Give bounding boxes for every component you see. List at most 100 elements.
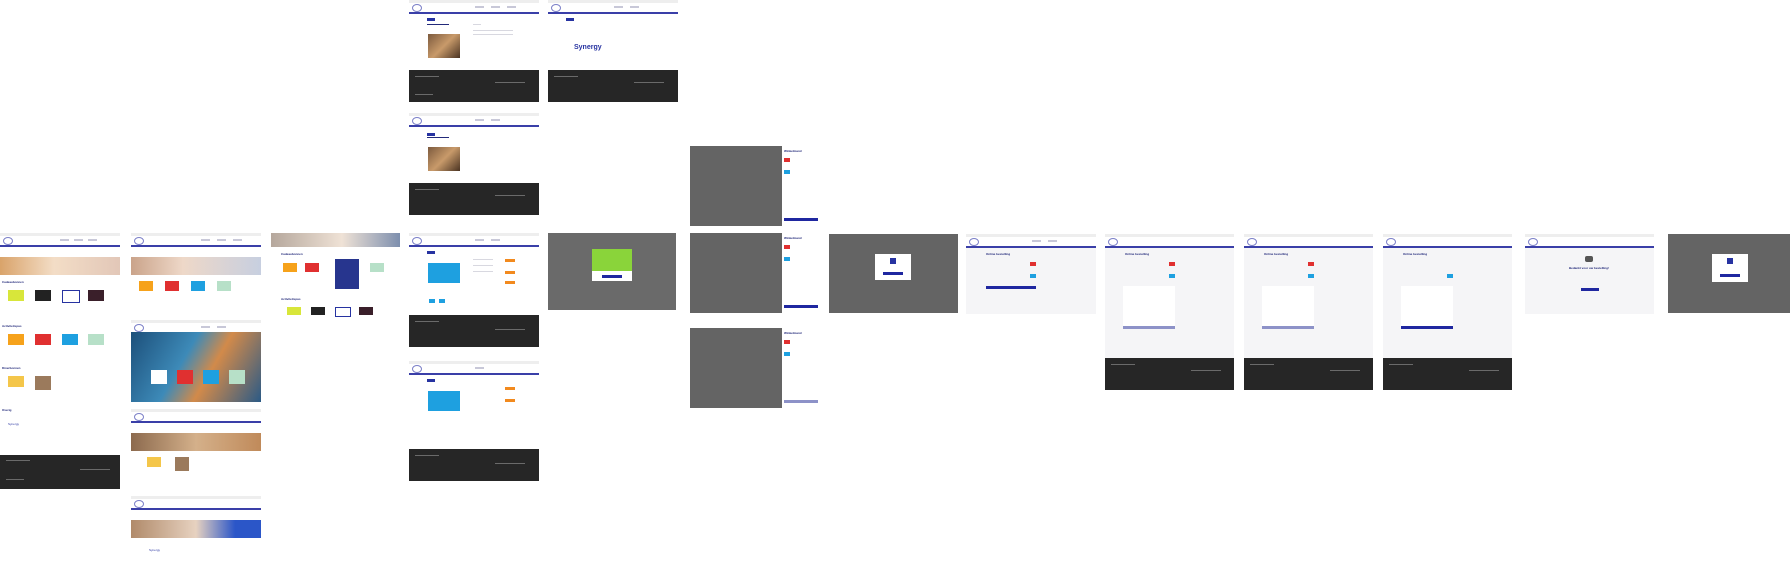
nav-item[interactable]: [614, 6, 623, 8]
product-title: [427, 24, 449, 25]
screen-cart-c: Winkelmand: [690, 328, 820, 408]
nav-item[interactable]: [88, 239, 97, 241]
gift-card[interactable]: [287, 307, 301, 315]
gift-card[interactable]: [335, 307, 351, 317]
order-button[interactable]: [505, 387, 515, 390]
logo[interactable]: [412, 237, 422, 245]
checkout-button[interactable]: [784, 400, 818, 403]
nav-item[interactable]: [475, 119, 484, 121]
nav-item[interactable]: [201, 239, 210, 241]
checkout-button[interactable]: [784, 218, 818, 221]
gift-card[interactable]: [217, 281, 231, 291]
logo[interactable]: [1247, 238, 1257, 246]
thank-you-heading: Bedankt voor uw bestelling!: [1569, 266, 1610, 270]
nav-item[interactable]: [1032, 240, 1041, 242]
checkout-button[interactable]: [1262, 326, 1314, 329]
gift-card[interactable]: [8, 334, 24, 345]
modal-button[interactable]: [1720, 274, 1740, 277]
nav-item[interactable]: [475, 367, 484, 369]
header-rule: [131, 245, 261, 247]
nav-item[interactable]: [1048, 240, 1057, 242]
nav-item[interactable]: [491, 6, 500, 8]
logo[interactable]: [134, 500, 144, 508]
modal-icon: [1727, 258, 1733, 264]
order-button[interactable]: [505, 281, 515, 284]
header-rule: [409, 125, 539, 127]
header-rule: [548, 12, 678, 14]
cart-panel: Winkelmand: [782, 146, 820, 226]
gift-card[interactable]: [305, 263, 319, 272]
nav-item[interactable]: [475, 6, 484, 8]
header-rule: [131, 421, 261, 423]
gift-card[interactable]: [88, 334, 104, 345]
gift-card[interactable]: [311, 307, 325, 315]
gift-card[interactable]: [8, 376, 24, 387]
checkout-button[interactable]: [986, 286, 1036, 289]
order-button[interactable]: [505, 259, 515, 262]
logo[interactable]: [134, 324, 144, 332]
screen-cart-b: Winkelmand: [690, 233, 820, 313]
nav-item[interactable]: [60, 239, 69, 241]
gift-card[interactable]: [359, 307, 373, 315]
logo[interactable]: [1108, 238, 1118, 246]
modal-dialog[interactable]: [875, 254, 911, 280]
cart-heading: Winkelmand: [784, 236, 802, 240]
gift-card[interactable]: [203, 370, 219, 384]
gift-card[interactable]: [165, 281, 179, 291]
header-rule: [1105, 246, 1234, 248]
nav-item[interactable]: [507, 6, 516, 8]
gift-card[interactable]: [8, 290, 24, 301]
nav-item[interactable]: [630, 6, 639, 8]
synergy-card[interactable]: Synergy: [149, 548, 161, 552]
screen-category-a: [131, 233, 261, 317]
gift-card[interactable]: [62, 290, 80, 303]
gift-card[interactable]: [229, 370, 245, 384]
gift-card[interactable]: [283, 263, 297, 272]
gift-card[interactable]: [139, 281, 153, 291]
nav-item[interactable]: [491, 239, 500, 241]
logo[interactable]: [3, 237, 13, 245]
checkout-button[interactable]: [784, 305, 818, 308]
modal-button[interactable]: [883, 272, 903, 275]
logo[interactable]: [969, 238, 979, 246]
continue-button[interactable]: [1581, 288, 1599, 291]
gift-card[interactable]: [62, 334, 78, 345]
gift-card[interactable]: [35, 290, 51, 301]
section-heading: Cadeaubonnen: [2, 280, 24, 284]
gift-card[interactable]: [35, 334, 51, 345]
logo[interactable]: [1386, 238, 1396, 246]
gift-card[interactable]: [35, 376, 51, 390]
site-header: [966, 237, 1096, 246]
nav-item[interactable]: [491, 119, 500, 121]
gift-card[interactable]: [177, 370, 193, 384]
nav-item[interactable]: [74, 239, 83, 241]
gift-card[interactable]: [191, 281, 205, 291]
synergy-card[interactable]: Synergy: [8, 422, 20, 426]
logo[interactable]: [1528, 238, 1538, 246]
gift-card[interactable]: [88, 290, 104, 301]
checkout-button[interactable]: [1401, 326, 1453, 329]
gift-card[interactable]: [151, 370, 167, 384]
modal-dialog[interactable]: [592, 249, 632, 281]
site-header: [548, 3, 678, 12]
logo[interactable]: [551, 4, 561, 12]
logo[interactable]: [134, 413, 144, 421]
nav-item[interactable]: [217, 326, 226, 328]
gift-card[interactable]: [175, 457, 189, 471]
order-button[interactable]: [505, 399, 515, 402]
logo[interactable]: [412, 4, 422, 12]
logo[interactable]: [412, 117, 422, 125]
logo[interactable]: [134, 237, 144, 245]
gift-card[interactable]: [147, 457, 161, 467]
nav-item[interactable]: [217, 239, 226, 241]
modal-dialog[interactable]: [1712, 254, 1748, 282]
checkout-button[interactable]: [1123, 326, 1175, 329]
nav-item[interactable]: [475, 239, 484, 241]
order-button[interactable]: [505, 271, 515, 274]
nav-item[interactable]: [233, 239, 242, 241]
gift-card[interactable]: [335, 259, 359, 289]
logo[interactable]: [412, 365, 422, 373]
gift-card[interactable]: [370, 263, 384, 272]
nav-item[interactable]: [201, 326, 210, 328]
modal-button[interactable]: [602, 275, 622, 278]
